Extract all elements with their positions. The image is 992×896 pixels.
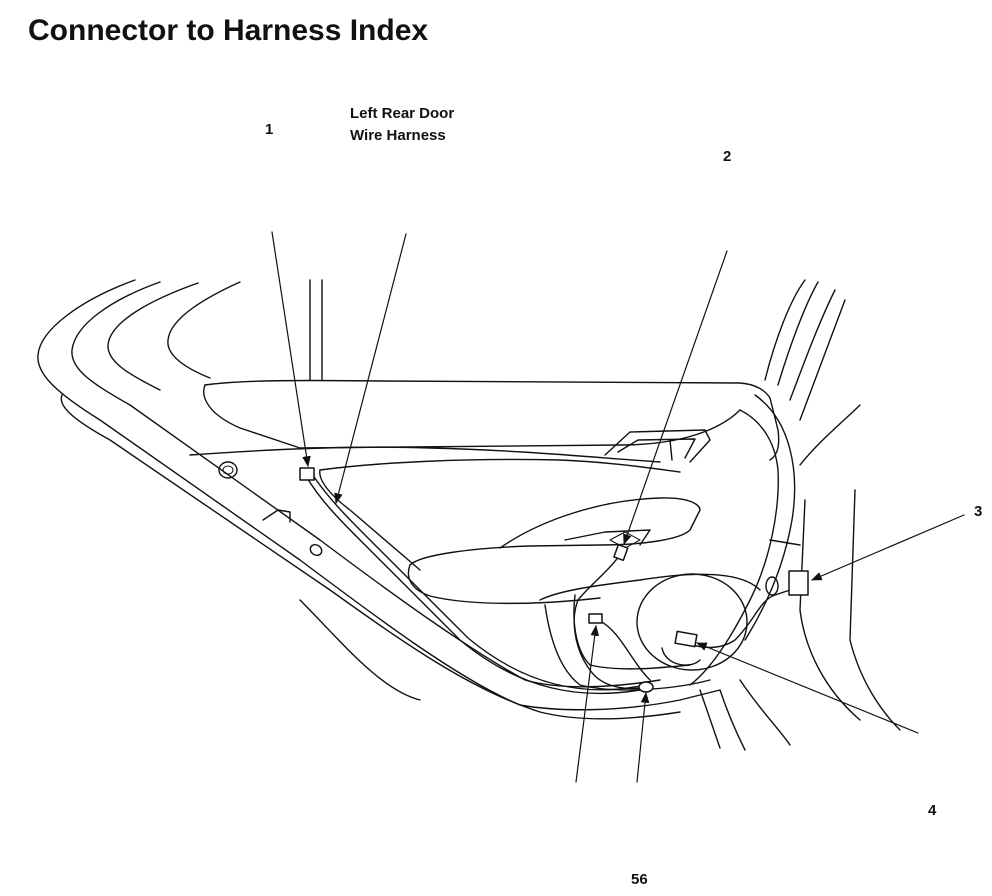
callout-3: 3 (974, 503, 983, 520)
body-pillar (699, 279, 901, 751)
door-handle (604, 429, 711, 463)
leader-3 (811, 514, 965, 581)
panel-details (218, 461, 779, 596)
connector-lower-left-icon (588, 613, 603, 624)
connector-3-icon (788, 570, 809, 596)
wire-harness (305, 473, 791, 695)
leader-1-connector (271, 231, 311, 468)
window-frame (204, 279, 780, 461)
connector-1-icon (299, 467, 315, 481)
connectors (299, 467, 809, 693)
armrest (407, 497, 701, 605)
connector-4-icon (674, 630, 698, 648)
callout-1: 1 (265, 121, 274, 138)
door-body-outline (37, 279, 721, 720)
harness-label: Left Rear Door Wire Harness (350, 103, 454, 147)
page-number: 56 (631, 871, 648, 888)
connector-lower-right-icon (638, 681, 654, 693)
harness-label-line1: Left Rear Door (350, 105, 455, 122)
leader-harness (334, 233, 407, 505)
harness-label-line2: Wire Harness (350, 126, 446, 144)
connector-2-icon (613, 543, 629, 562)
leader-2 (623, 250, 728, 546)
leader-lower-left (575, 624, 600, 783)
leader-4 (695, 642, 919, 734)
leader-lower-right (636, 691, 650, 783)
leader-lines (271, 231, 965, 783)
callout-4: 4 (928, 802, 937, 819)
page-title: Connector to Harness Index (28, 14, 429, 47)
callout-2: 2 (723, 148, 732, 165)
inner-door-panel (189, 384, 796, 686)
speaker-housing (539, 573, 761, 691)
